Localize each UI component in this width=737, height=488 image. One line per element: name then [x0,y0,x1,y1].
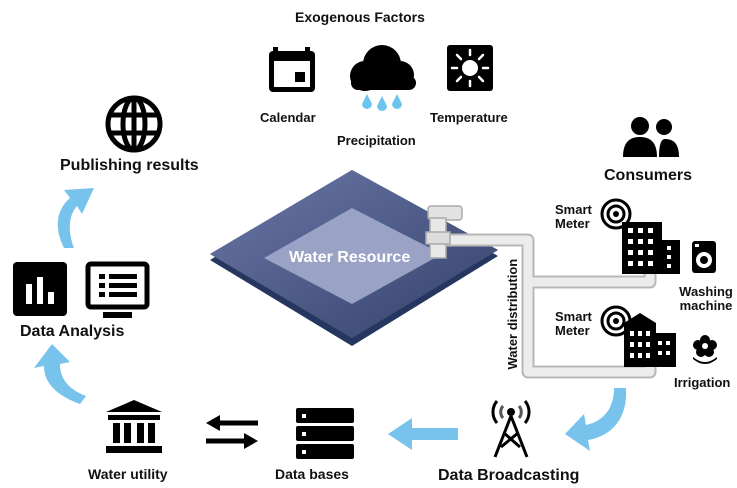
bank-building-icon [104,398,164,454]
monitor-icon [85,261,150,319]
database-server-icon [296,408,354,460]
raindrop-icon [362,94,372,109]
faucet-icon [425,205,463,259]
water-resource-label: Water Resource [289,249,411,266]
arrow-utility-to-analysis [34,344,86,404]
data-bases-label: Data bases [275,466,349,482]
consumers-people-icon [621,115,681,159]
irrigation-label: Irrigation [674,375,731,390]
water-distribution-label: Water distribution [505,258,521,370]
arrow-analysis-to-publishing [57,188,94,248]
water-utility-label: Water utility [88,466,168,482]
washing-machine-label: Washing machine [679,284,733,314]
smart-meter-label-2: Smart Meter [555,309,592,339]
broadcast-tower-icon [489,397,533,459]
temperature-label: Temperature [430,110,508,125]
smart-meter-label-1: Smart Meter [555,202,592,232]
house-building-icon [622,313,678,367]
rain-cloud-icon [345,44,420,116]
globe-icon [104,94,164,154]
calendar-label: Calendar [260,110,316,125]
calendar-icon [267,44,317,94]
bar-chart-icon [13,262,67,316]
publishing-results-label: Publishing results [60,157,199,174]
precipitation-label: Precipitation [337,133,416,148]
arrow-broadcasting-to-databases [388,418,458,450]
consumers-label: Consumers [604,167,693,184]
data-broadcasting-label: Data Broadcasting [438,467,580,484]
arrow-consumers-to-broadcasting [565,388,627,451]
exchange-arrows-icon [204,414,260,450]
water-resource-platform [210,170,498,346]
temperature-sun-icon [446,44,494,92]
flower-icon [690,333,720,365]
smart-meter-signal-icon [600,198,632,230]
washing-machine-icon [691,240,717,274]
exogenous-factors-title: Exogenous Factors [295,9,425,25]
apartment-building-icon [620,218,682,274]
data-analysis-label: Data Analysis [20,323,125,340]
raindrop-icon [377,96,387,111]
raindrop-icon [392,94,402,109]
